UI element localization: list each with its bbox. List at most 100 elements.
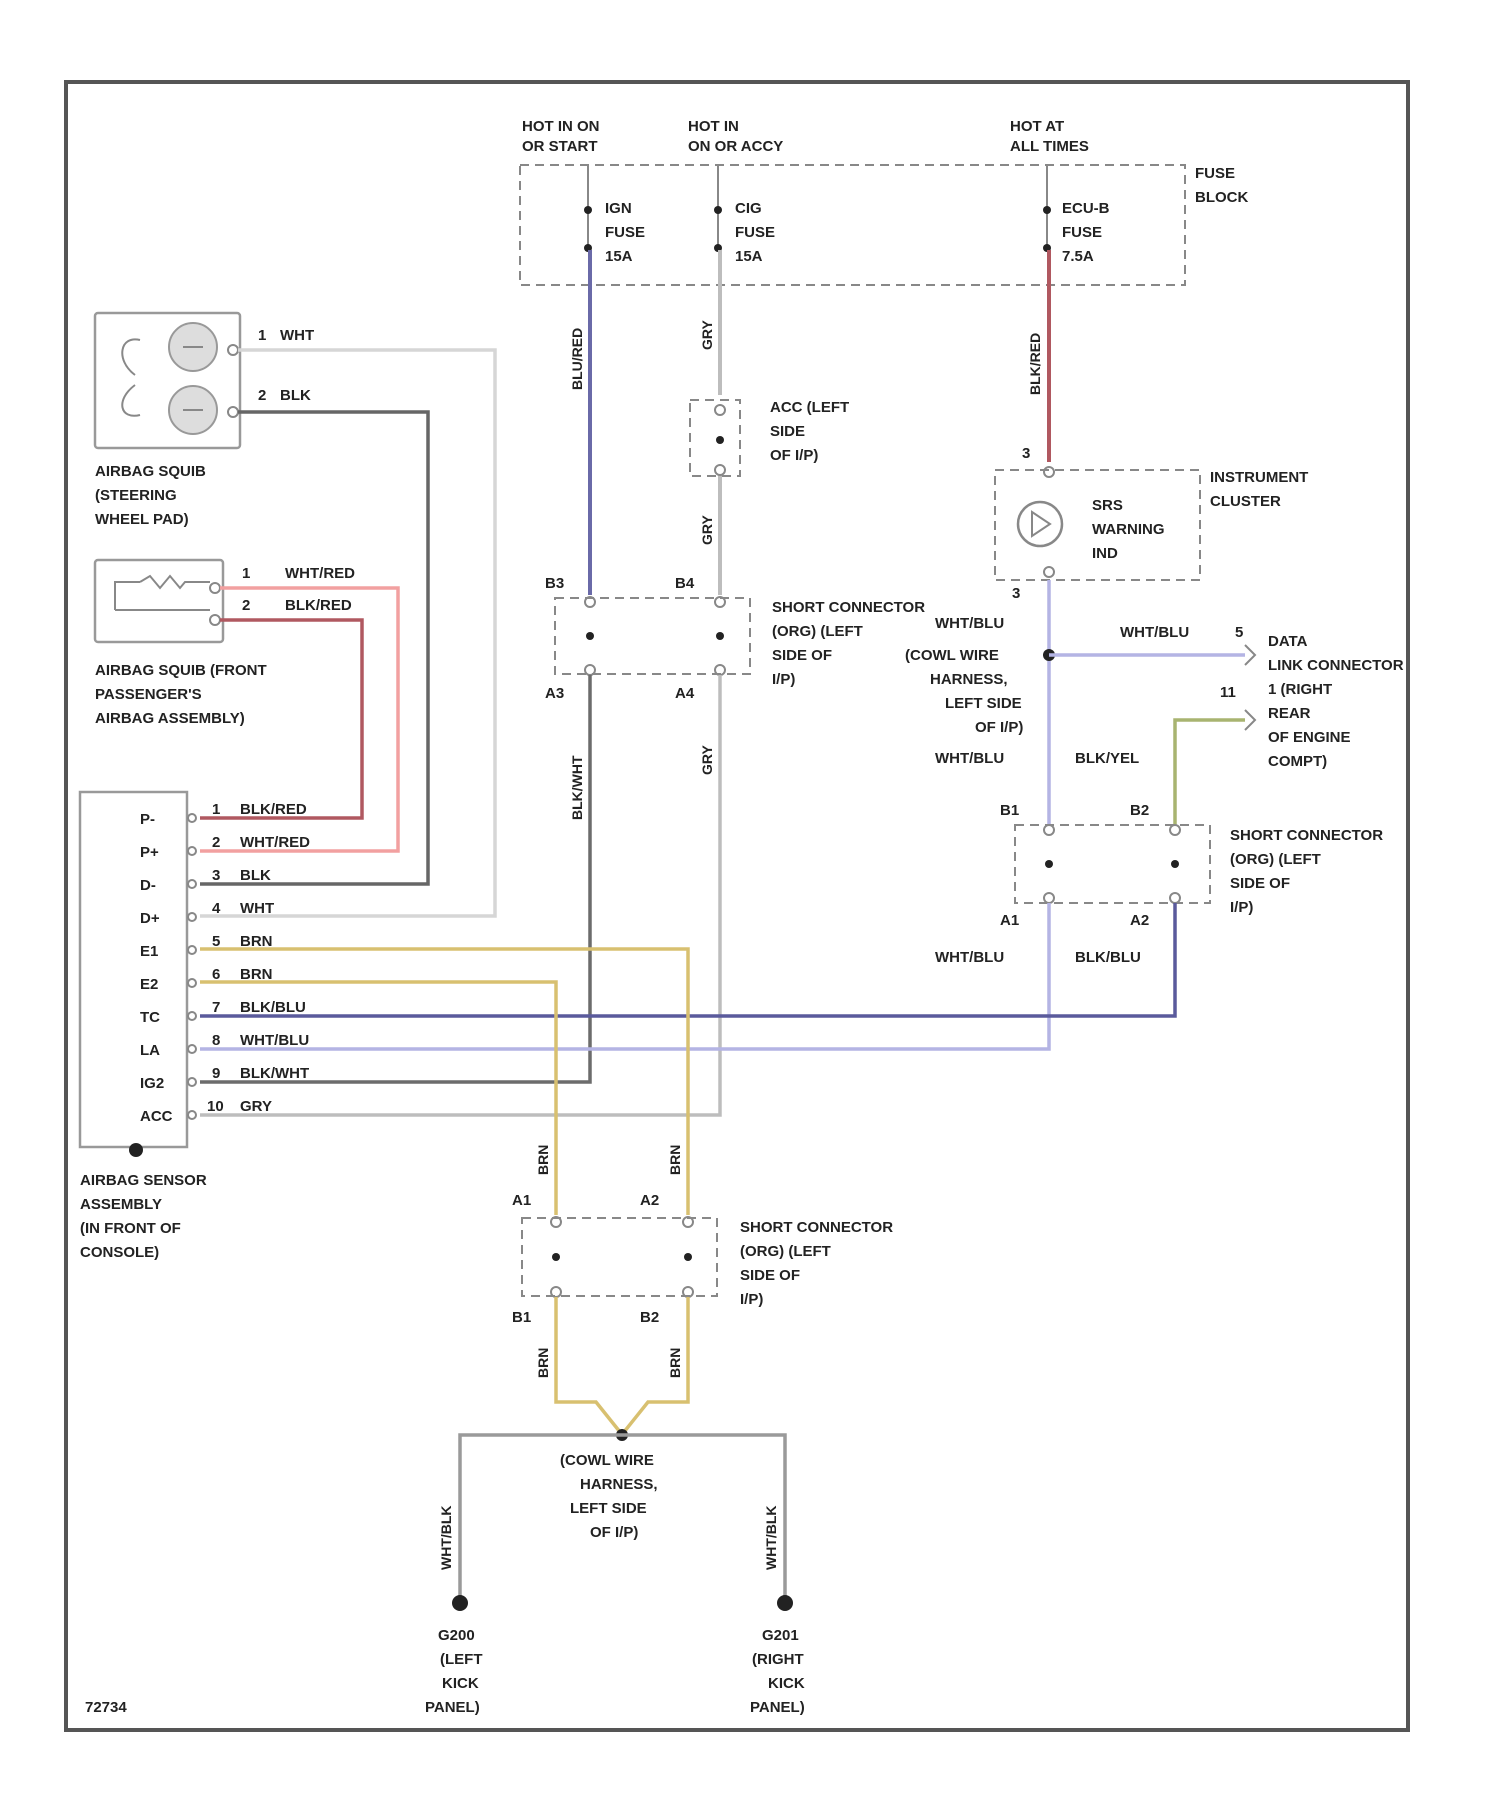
diagram-id: 72734 [85, 1699, 127, 1716]
sensor-terminal-6: E2 [140, 976, 158, 993]
sc1-pin-a4: A4 [675, 685, 695, 702]
sc3-pin-a1: A1 [512, 1192, 531, 1209]
sensor-pin-terminal-6 [188, 979, 196, 987]
dlc-label-2: LINK CONNECTOR [1268, 657, 1404, 674]
wire-label-gry-2: GRY [699, 515, 715, 545]
fuse-cig-line1: CIG [735, 200, 762, 217]
pass-wire-1: WHT/RED [285, 565, 355, 582]
wire-label-wht-blu-2: WHT/BLU [1120, 624, 1189, 641]
steering-label-1: AIRBAG SQUIB [95, 463, 206, 480]
steering-wire-1: WHT [280, 327, 314, 344]
fuse-cig-line3: 15A [735, 248, 763, 265]
sensor-terminal-9: IG2 [140, 1075, 164, 1092]
sensor-terminal-8: LA [140, 1042, 160, 1059]
pass-pin-2: 2 [242, 597, 250, 614]
pass-label-2: PASSENGER'S [95, 686, 202, 703]
cluster-pin-bottom: 3 [1012, 585, 1020, 602]
sc1-pin-b3: B3 [545, 575, 564, 592]
wire-label-brn-1: BRN [535, 1145, 551, 1175]
sensor-pin-terminal-1 [188, 814, 196, 822]
fuse-ecu-b: ECU-B FUSE 7.5A [1043, 165, 1110, 265]
wire-label-wht-blk-1: WHT/BLK [438, 1505, 454, 1570]
sc2-pin-a2: A2 [1130, 912, 1149, 929]
sc1-label-1: SHORT CONNECTOR [772, 599, 925, 616]
steering-pin-1: 1 [258, 327, 266, 344]
cowl1-label-3: LEFT SIDE [945, 695, 1022, 712]
fuse-block-label-1: FUSE [1195, 165, 1235, 182]
wire-label-wht-blu-4: WHT/BLU [935, 949, 1004, 966]
pass-pin-1: 1 [242, 565, 250, 582]
g201-line1: G201 [762, 1627, 799, 1644]
cowl2-label-2: HARNESS, [580, 1476, 658, 1493]
dlc-label-3: 1 (RIGHT [1268, 681, 1332, 698]
cowl2-label-4: OF I/P) [590, 1524, 638, 1541]
sensor-pin-number-4: 4 [212, 900, 221, 917]
wire-label-blk-yel: BLK/YEL [1075, 750, 1139, 767]
sensor-pin-terminal-9 [188, 1078, 196, 1086]
wire-label-blk-wht: BLK/WHT [569, 755, 585, 820]
passenger-squib: 1 WHT/RED 2 BLK/RED AIRBAG SQUIB (FRONT … [95, 560, 355, 727]
dlc-label-1: DATA [1268, 633, 1308, 650]
wire-label-wht-blu-3: WHT/BLU [935, 750, 1004, 767]
fuse-ign: IGN FUSE 15A [584, 165, 645, 265]
wire-label-blk-blu-1: BLK/BLU [1075, 949, 1141, 966]
ground-g200: G200 (LEFT KICK PANEL) [425, 1595, 483, 1716]
cluster-pin-top: 3 [1022, 445, 1030, 462]
sc1-label-3: SIDE OF [772, 647, 832, 664]
ground-g201: G201 (RIGHT KICK PANEL) [750, 1595, 805, 1716]
acc-label-3: OF I/P) [770, 447, 818, 464]
cluster-label-1: INSTRUMENT [1210, 469, 1308, 486]
sensor-wire-label-1: BLK/RED [240, 801, 307, 818]
power-col2-line2: ON OR ACCY [688, 138, 783, 155]
wire-label-brn-2: BRN [667, 1145, 683, 1175]
sensor-pin-number-1: 1 [212, 801, 220, 818]
sensor-pin-number-2: 2 [212, 834, 220, 851]
power-col3-line2: ALL TIMES [1010, 138, 1089, 155]
sc2-label-3: SIDE OF [1230, 875, 1290, 892]
srs-warning-lamp-icon [1018, 502, 1062, 546]
sensor-label-2: ASSEMBLY [80, 1196, 162, 1213]
sensor-label-3: (IN FRONT OF [80, 1220, 181, 1237]
warn-line3: IND [1092, 545, 1118, 562]
sensor-pin-number-10: 10 [207, 1098, 224, 1115]
sensor-terminal-2: P+ [140, 844, 159, 861]
sensor-wire-label-2: WHT/RED [240, 834, 310, 851]
sc2-pin-a1: A1 [1000, 912, 1019, 929]
wire-label-brn-4: BRN [667, 1348, 683, 1378]
sensor-terminal-4: D+ [140, 910, 160, 927]
sc3-label-4: I/P) [740, 1291, 763, 1308]
fuse-ign-line2: FUSE [605, 224, 645, 241]
sc2-label-1: SHORT CONNECTOR [1230, 827, 1383, 844]
sc3-label-2: (ORG) (LEFT [740, 1243, 831, 1260]
sensor-terminal-1: P- [140, 811, 155, 828]
sensor-pin-number-3: 3 [212, 867, 220, 884]
sc3-label-3: SIDE OF [740, 1267, 800, 1284]
sc2-label-4: I/P) [1230, 899, 1253, 916]
g200-line4: PANEL) [425, 1699, 480, 1716]
sensor-wire-label-3: BLK [240, 867, 271, 884]
steering-label-3: WHEEL PAD) [95, 511, 189, 528]
sensor-pin-terminal-4 [188, 913, 196, 921]
fuse-cig-line2: FUSE [735, 224, 775, 241]
sc2-label-2: (ORG) (LEFT [1230, 851, 1321, 868]
short-connector-1: B3 B4 A3 A4 SHORT CONNECTOR (ORG) (LEFT … [545, 575, 925, 702]
sensor-wire-label-9: BLK/WHT [240, 1065, 309, 1082]
warn-line2: WARNING [1092, 521, 1165, 538]
short-connector-2: B1 B2 A1 A2 SHORT CONNECTOR (ORG) (LEFT … [1000, 802, 1383, 929]
steering-label-2: (STEERING [95, 487, 177, 504]
sc2-pin-b1: B1 [1000, 802, 1019, 819]
cowl1-label-1: (COWL WIRE [905, 647, 999, 664]
sensor-wire-label-4: WHT [240, 900, 274, 917]
pass-label-3: AIRBAG ASSEMBLY) [95, 710, 245, 727]
wire-wht [200, 350, 495, 916]
sensor-label-4: CONSOLE) [80, 1244, 159, 1261]
steering-pin-2: 2 [258, 387, 266, 404]
power-col1-line1: HOT IN ON [522, 118, 600, 135]
g200-line2: (LEFT [440, 1651, 483, 1668]
ground-left-icon [452, 1595, 468, 1611]
sensor-ground-icon [129, 1143, 143, 1157]
g201-line4: PANEL) [750, 1699, 805, 1716]
dlc-pin-11: 11 [1220, 684, 1236, 701]
sensor-terminal-7: TC [140, 1009, 160, 1026]
